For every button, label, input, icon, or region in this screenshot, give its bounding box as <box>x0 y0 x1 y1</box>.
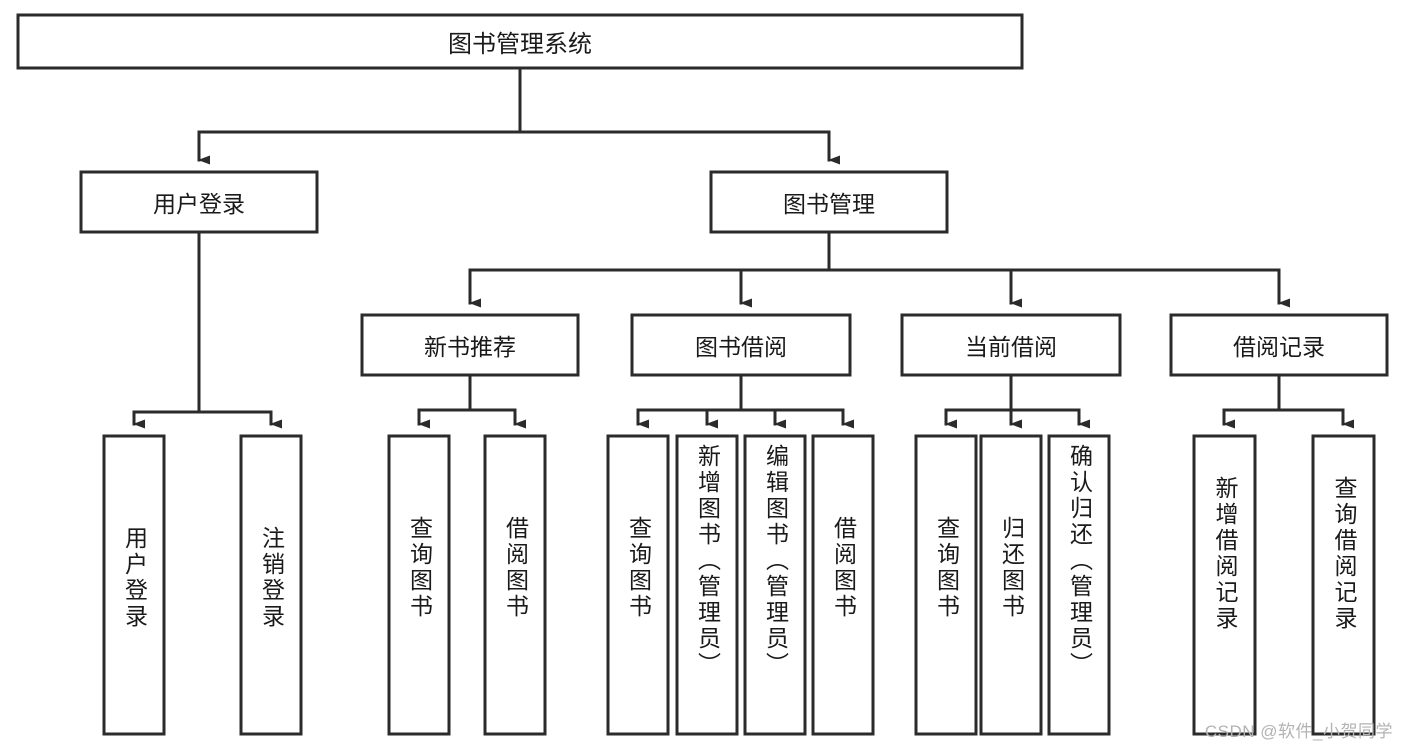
node-current-borrow-box[interactable] <box>900 313 1122 377</box>
leaf-box-5[interactable] <box>675 434 739 736</box>
node-borrow-record-box[interactable] <box>1169 313 1389 377</box>
leaf-box-7[interactable] <box>811 434 875 736</box>
edge-group-new-book <box>417 373 526 429</box>
leaf-box-10[interactable] <box>1047 434 1111 736</box>
leaf-box-8[interactable] <box>914 434 978 736</box>
leaf-box-11[interactable] <box>1192 434 1257 736</box>
node-book-management-box[interactable] <box>709 170 949 234</box>
node-new-book-box[interactable] <box>360 313 580 377</box>
leaf-box-4[interactable] <box>606 434 670 736</box>
edge-group-borrow-record <box>1222 373 1354 429</box>
edge-group-user-login <box>132 230 282 429</box>
leaf-box-3[interactable] <box>483 434 547 736</box>
edge-group-book-management <box>468 230 1290 308</box>
leaf-box-12[interactable] <box>1311 434 1376 736</box>
edge-group-current-borrow <box>944 373 1090 429</box>
edge-group-book-borrow <box>636 373 854 429</box>
leaf-box-1[interactable] <box>239 434 303 736</box>
edge-group-root <box>197 66 840 165</box>
node-book-borrow-box[interactable] <box>630 313 852 377</box>
leaf-box-6[interactable] <box>743 434 807 736</box>
leaf-box-9[interactable] <box>979 434 1043 736</box>
leaf-box-2[interactable] <box>387 434 451 736</box>
node-root-box[interactable] <box>16 13 1024 70</box>
node-user-login-box[interactable] <box>79 170 319 234</box>
leaf-box-0[interactable] <box>102 434 166 736</box>
watermark-text: CSDN @软件_小贺同学 <box>1204 722 1393 741</box>
